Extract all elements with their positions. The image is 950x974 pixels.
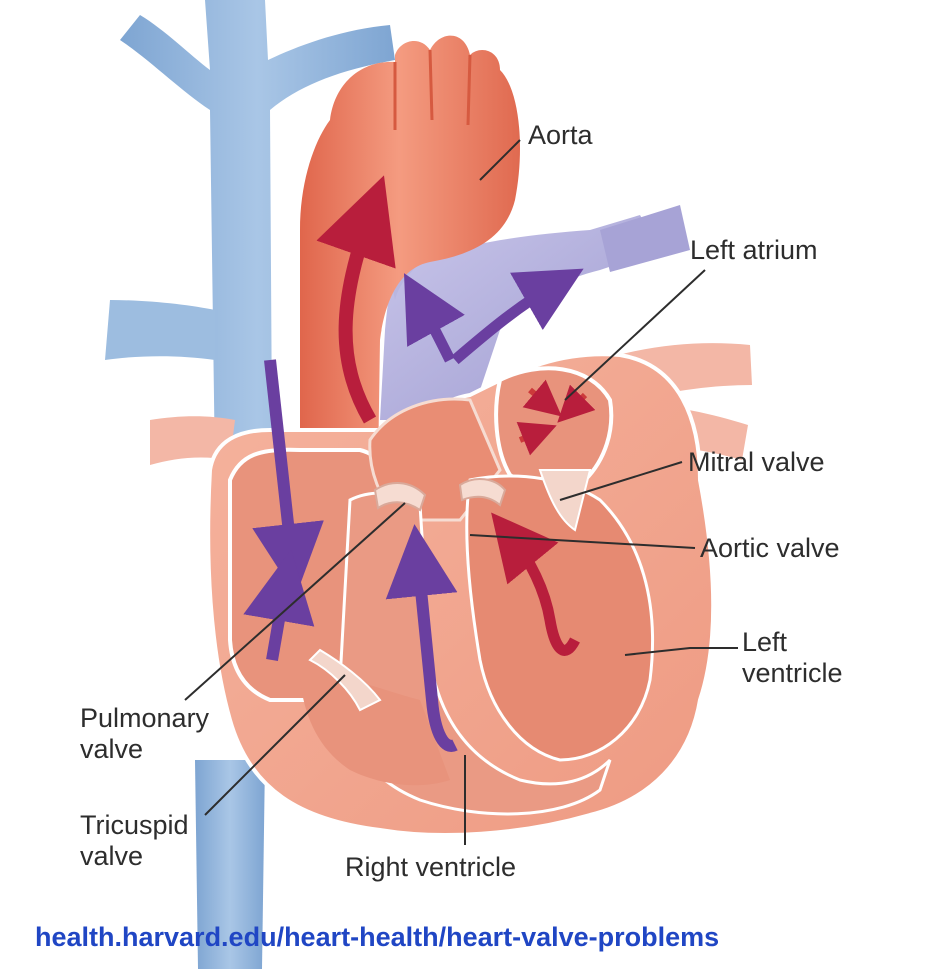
label-aorta: Aorta bbox=[528, 120, 593, 151]
source-url: health.harvard.edu/heart-health/heart-va… bbox=[35, 922, 719, 953]
label-left-atrium: Left atrium bbox=[690, 235, 818, 266]
label-pulmonary-valve: Pulmonary valve bbox=[80, 703, 209, 765]
label-mitral-valve: Mitral valve bbox=[688, 447, 825, 478]
label-left-ventricle: Left ventricle bbox=[742, 627, 843, 689]
label-right-ventricle: Right ventricle bbox=[345, 852, 516, 883]
label-aortic-valve: Aortic valve bbox=[700, 533, 840, 564]
label-tricuspid-valve: Tricuspid valve bbox=[80, 810, 189, 872]
